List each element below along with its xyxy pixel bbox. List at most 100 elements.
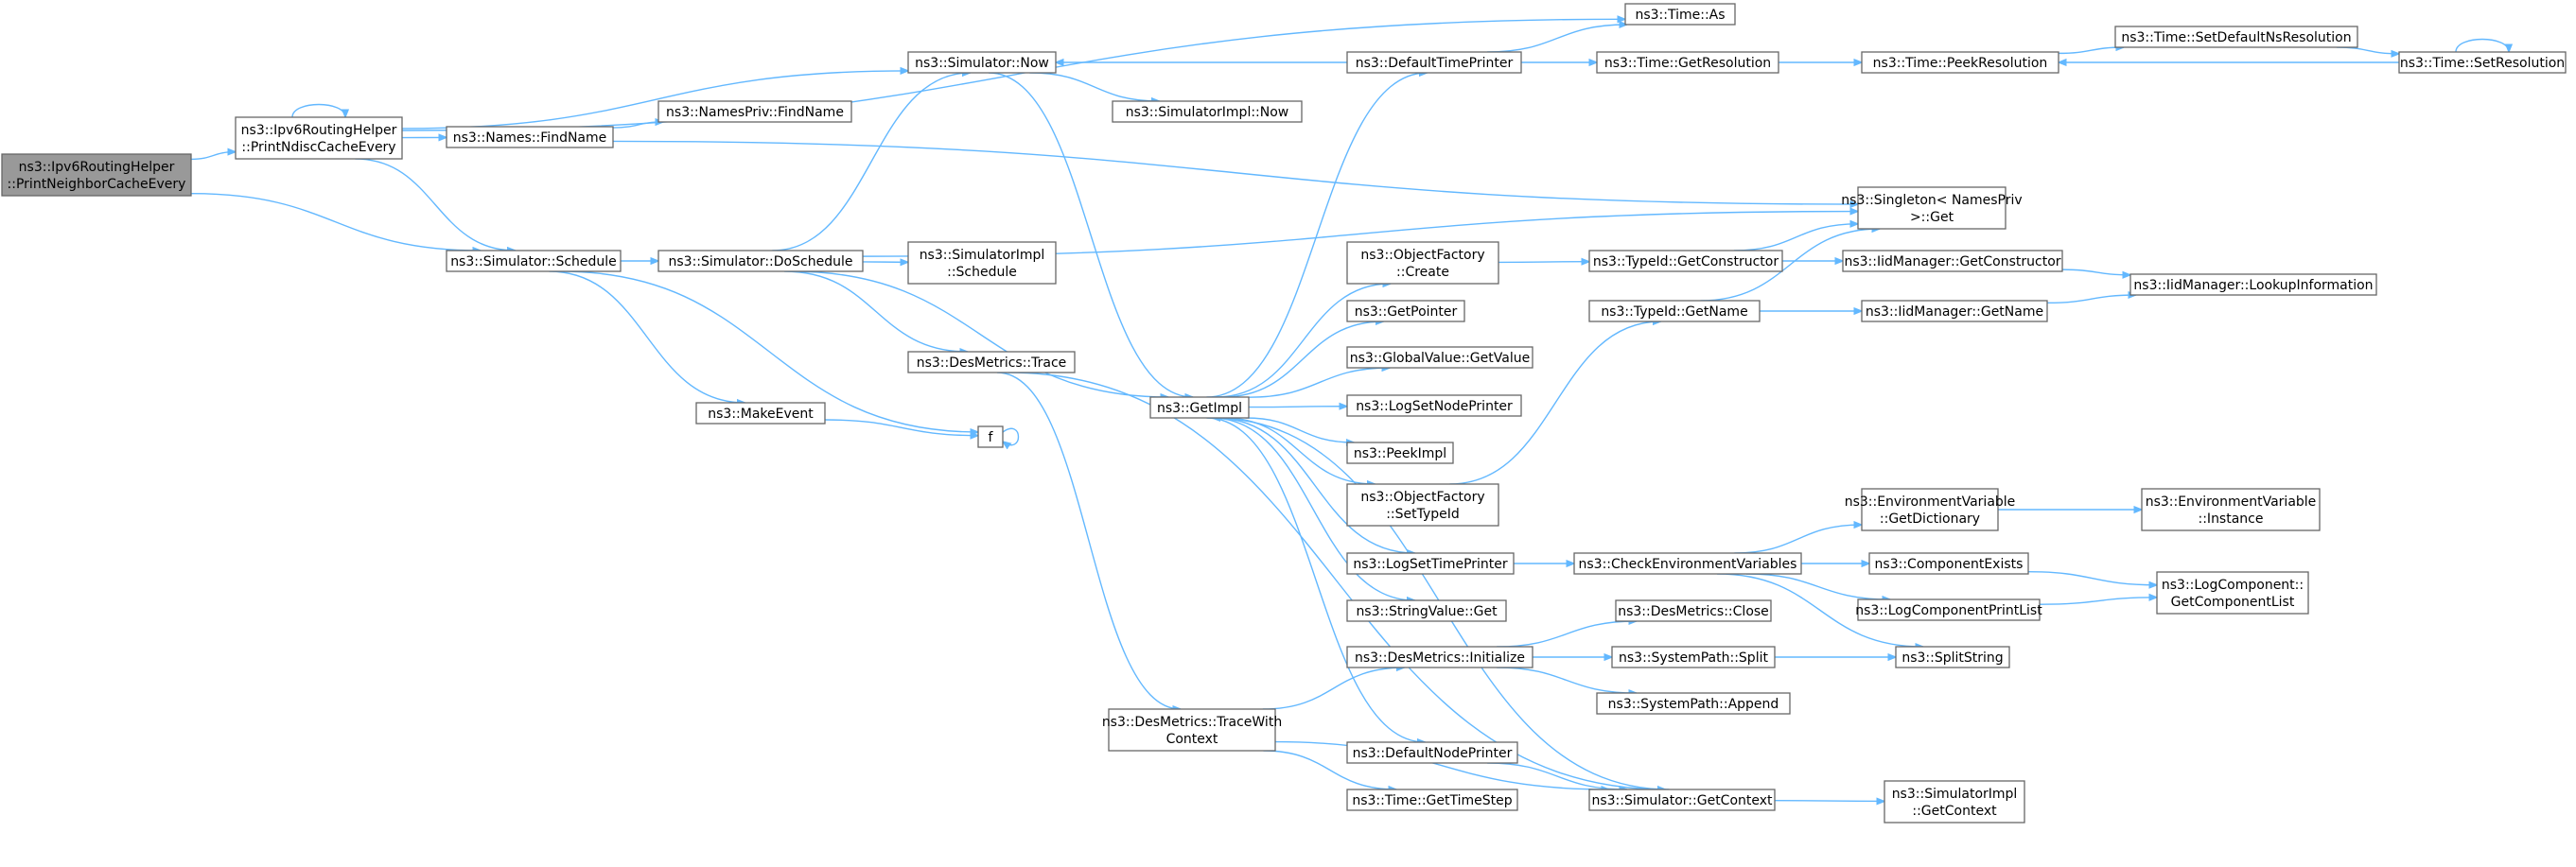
- node-ns3-simulatorimpl-schedule[interactable]: ns3::SimulatorImpl::Schedule: [907, 241, 1057, 285]
- node-ns3-getpointer[interactable]: ns3::GetPointer: [1346, 300, 1465, 322]
- node-ns3-checkenvironmentvariables[interactable]: ns3::CheckEnvironmentVariables: [1573, 552, 1802, 575]
- node-ns3-ipv6routinghelper-printndisccacheevery[interactable]: ns3::Ipv6RoutingHelper::PrintNdiscCacheE…: [235, 116, 403, 160]
- edge-getimpl-to-dnp: [1206, 417, 1425, 742]
- edge-lcpl-to-lcgcl: [2039, 598, 2157, 605]
- edge-line: [355, 158, 515, 251]
- edge-makeevent-to-f: [824, 419, 978, 436]
- edge-line: [1215, 284, 1391, 398]
- node-ns3-time-setresolution[interactable]: ns3::Time::SetResolution: [2398, 51, 2567, 74]
- edge-now-to-getimpl: [988, 72, 1193, 397]
- node-label: ns3::Simulator::GetContext: [1591, 793, 1773, 808]
- node-label: ns3::MakeEvent: [708, 407, 814, 422]
- node-ns3-simulatorimpl-now[interactable]: ns3::SimulatorImpl::Now: [1112, 100, 1303, 123]
- node-ns3-namespriv-findname[interactable]: ns3::NamesPriv::FindName: [657, 100, 852, 123]
- node-ns3-simulator-getcontext[interactable]: ns3::Simulator::GetContext: [1588, 789, 1776, 811]
- node-label: ns3::ObjectFactory: [1360, 248, 1484, 263]
- node-ns3-time-setdefaultnsresolution[interactable]: ns3::Time::SetDefaultNsResolution: [2114, 26, 2358, 48]
- node-ns3-logsetnodeprinter[interactable]: ns3::LogSetNodePrinter: [1346, 394, 1522, 417]
- node-box: [446, 126, 614, 148]
- node-label: ns3::Simulator::DoSchedule: [669, 254, 853, 269]
- edge-line: [1487, 25, 1627, 53]
- node-ns3-simulator-schedule[interactable]: ns3::Simulator::Schedule: [446, 250, 622, 272]
- edge-checkenv-to-envdict: [1734, 525, 1862, 554]
- node-ns3-defaulttimeprinter[interactable]: ns3::DefaultTimePrinter: [1346, 51, 1522, 74]
- node-ns3-desmetrics-initialize[interactable]: ns3::DesMetrics::Initialize: [1346, 646, 1533, 668]
- edge-line: [1262, 668, 1405, 710]
- node-ns3-simulatorimpl-getcontext[interactable]: ns3::SimulatorImpl::GetContext: [1884, 780, 2025, 824]
- node-label: ns3::EnvironmentVariable: [1845, 494, 2016, 510]
- node-label: ns3::EnvironmentVariable: [2146, 494, 2317, 510]
- edge-ofsettid-to-tidgetname: [1449, 321, 1661, 485]
- edge-line: [1003, 427, 1020, 444]
- edge-getimpl-to-svget: [1211, 417, 1414, 600]
- node-box: [1857, 186, 2006, 230]
- node-box: [1346, 646, 1533, 668]
- node-ns3-time-gettimestep[interactable]: ns3::Time::GetTimeStep: [1346, 789, 1518, 811]
- edge-dosched-to-trace: [784, 270, 968, 352]
- node-ns3-stringvalue-get[interactable]: ns3::StringValue::Get: [1346, 599, 1507, 622]
- edge-line: [2046, 295, 2136, 304]
- node-ns3-environmentvariable-getdictionary[interactable]: ns3::EnvironmentVariable::GetDictionary: [1845, 488, 2016, 531]
- node-ns3-simulator-now[interactable]: ns3::Simulator::Now: [907, 51, 1057, 74]
- node-ns3-names-findname[interactable]: ns3::Names::FindName: [446, 126, 614, 148]
- node-label: ns3::PeekImpl: [1354, 446, 1446, 461]
- edge-line: [612, 122, 663, 129]
- node-ns3-objectfactory-settypeid[interactable]: ns3::ObjectFactory::SetTypeId: [1346, 483, 1499, 527]
- node-ns3-ipv6routinghelper-printneighborcacheevery[interactable]: ns3::Ipv6RoutingHelper::PrintNeighborCac…: [1, 153, 192, 197]
- node-ns3-iidmanager-getname[interactable]: ns3::IidManager::GetName: [1861, 300, 2048, 322]
- node-ns3-makeevent[interactable]: ns3::MakeEvent: [695, 402, 826, 425]
- node-ns3-simulator-doschedule[interactable]: ns3::Simulator::DoSchedule: [657, 250, 864, 272]
- node-box: [1588, 789, 1776, 811]
- node-label: ::Create: [1396, 265, 1449, 280]
- edge-tracewc-to-timestep: [1263, 750, 1397, 789]
- node-ns3-time-as[interactable]: ns3::Time::As: [1624, 3, 1736, 26]
- node-ns3-environmentvariable-instance[interactable]: ns3::EnvironmentVariable::Instance: [2141, 488, 2321, 531]
- node-ns3-componentexists[interactable]: ns3::ComponentExists: [1868, 552, 2029, 575]
- edge-getimpl-to-dtp: [1206, 73, 1427, 398]
- node-ns3-peekimpl[interactable]: ns3::PeekImpl: [1346, 442, 1454, 464]
- node-ns3-systempath-append[interactable]: ns3::SystemPath::Append: [1596, 692, 1791, 715]
- node-box: [2398, 51, 2567, 74]
- node-ns3-time-getresolution[interactable]: ns3::Time::GetResolution: [1596, 51, 1779, 74]
- node-box: [907, 241, 1057, 285]
- edge-tracewc-to-simgetctx: [1274, 740, 1609, 789]
- node-ns3-globalvalue-getvalue[interactable]: ns3::GlobalValue::GetValue: [1346, 346, 1533, 369]
- node-ns3-logsettimeprinter[interactable]: ns3::LogSetTimePrinter: [1346, 552, 1515, 575]
- edge-tracewc-to-dminit: [1262, 668, 1405, 710]
- edge-dnp-to-simgetctx: [1487, 762, 1627, 789]
- node-ns3-typeid-getname[interactable]: ns3::TypeId::GetName: [1588, 300, 1761, 322]
- node-layer: ns3::Ipv6RoutingHelper::PrintNeighborCac…: [1, 3, 2567, 824]
- node-ns3-objectfactory-create[interactable]: ns3::ObjectFactory::Create: [1346, 241, 1499, 285]
- node-label: ns3::GetPointer: [1355, 304, 1458, 320]
- node-label: ns3::SplitString: [1901, 650, 2003, 666]
- node-ns3-logcomponent-getcomponentlist[interactable]: ns3::LogComponent::GetComponentList: [2156, 571, 2309, 615]
- node-ns3-desmetrics-close[interactable]: ns3::DesMetrics::Close: [1615, 599, 1772, 622]
- node-f[interactable]: f: [977, 425, 1004, 448]
- node-ns3-typeid-getconstructor[interactable]: ns3::TypeId::GetConstructor: [1588, 250, 1783, 272]
- edge-line: [1498, 262, 1589, 263]
- node-ns3-iidmanager-lookupinformation[interactable]: ns3::IidManager::LookupInformation: [2129, 273, 2377, 296]
- node-box: [1861, 300, 2048, 322]
- node-label: ns3::ComponentExists: [1875, 557, 2024, 572]
- node-box: [1596, 51, 1779, 74]
- node-box: [1611, 646, 1776, 668]
- node-ns3-desmetrics-trace[interactable]: ns3::DesMetrics::Trace: [907, 351, 1076, 373]
- node-ns3-logcomponentprintlist[interactable]: ns3::LogComponentPrintList: [1855, 598, 2042, 621]
- node-box: [1861, 51, 2059, 74]
- node-ns3-singleton-namespriv-get[interactable]: ns3::Singleton< NamesPriv >::Get: [1841, 186, 2023, 230]
- node-ns3-time-peekresolution[interactable]: ns3::Time::PeekResolution: [1861, 51, 2059, 74]
- edge-trace-to-tracewc: [996, 372, 1181, 709]
- edge-line: [1206, 73, 1427, 398]
- node-label: ns3::Time::SetResolution: [2400, 56, 2565, 71]
- node-label: ns3::LogComponent::: [2162, 578, 2304, 593]
- edge-line: [1734, 224, 1858, 251]
- node-box: [1857, 598, 2041, 621]
- node-ns3-splitstring[interactable]: ns3::SplitString: [1895, 646, 2010, 668]
- node-ns3-defaultnodeprinter[interactable]: ns3::DefaultNodePrinter: [1346, 741, 1518, 764]
- node-ns3-getimpl[interactable]: ns3::GetImpl: [1149, 396, 1250, 419]
- node-label: ns3::GlobalValue::GetValue: [1350, 351, 1530, 366]
- edge-getimpl-to-peekimpl: [1245, 417, 1355, 442]
- node-ns3-iidmanager-getconstructor[interactable]: ns3::IidManager::GetConstructor: [1842, 250, 2063, 272]
- node-ns3-systempath-split[interactable]: ns3::SystemPath::Split: [1611, 646, 1776, 668]
